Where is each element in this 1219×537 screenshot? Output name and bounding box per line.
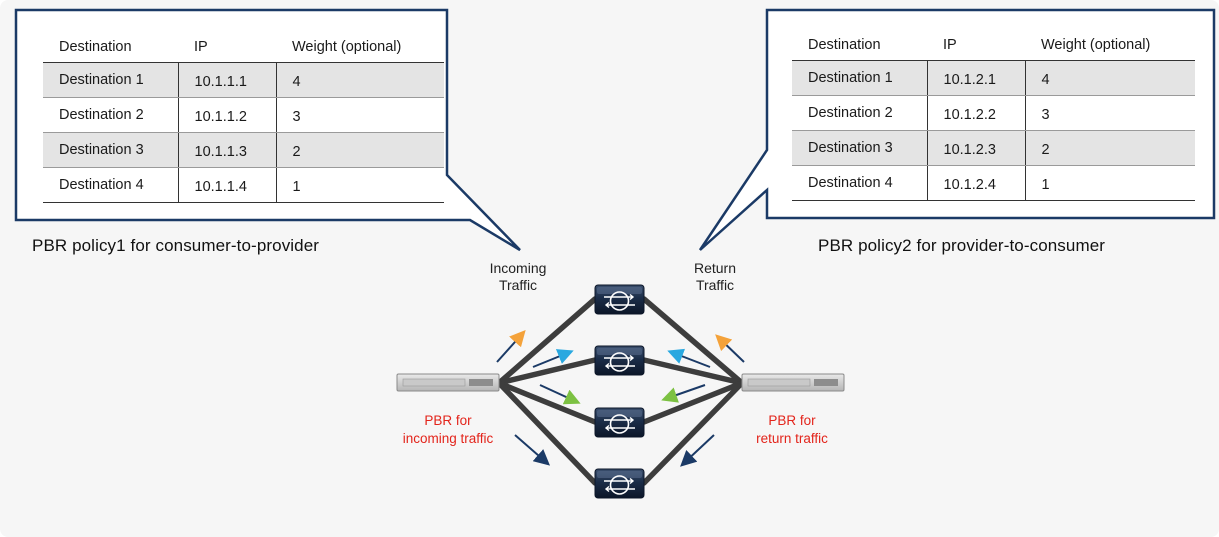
arrow-return-3	[661, 384, 706, 403]
destination-cell: Destination 3	[792, 130, 928, 166]
table-row: Destination 3 10.1.2.3 2	[792, 130, 1195, 166]
table-row: Destination 2 10.1.1.2 3	[43, 97, 444, 133]
weight-cell: 1	[276, 167, 444, 203]
pbr-incoming-label: PBR for incoming traffic	[383, 412, 513, 448]
leaf-switch-icon	[741, 373, 845, 392]
ip-cell: 10.1.1.3	[178, 132, 277, 168]
ip-cell: 10.1.2.1	[927, 60, 1026, 96]
table-row: Destination 4 10.1.2.4 1	[792, 165, 1195, 201]
pbr-incoming-line1: PBR for	[424, 413, 472, 428]
col-destination: Destination	[792, 30, 927, 61]
table-row: Destination 3 10.1.1.3 2	[43, 132, 444, 168]
col-ip: IP	[927, 30, 1025, 61]
weight-cell: 1	[1025, 165, 1195, 201]
leaf-switch-icon	[396, 373, 500, 392]
service-appliance-icon	[594, 407, 645, 438]
traffic-arrows	[496, 330, 745, 467]
weight-cell: 4	[276, 62, 444, 98]
col-destination: Destination	[43, 32, 178, 63]
ip-cell: 10.1.1.4	[178, 167, 277, 203]
weight-cell: 2	[276, 132, 444, 168]
table-row: Destination 2 10.1.2.2 3	[792, 95, 1195, 131]
weight-cell: 3	[1025, 95, 1195, 131]
col-weight: Weight (optional)	[276, 32, 444, 63]
destination-cell: Destination 4	[43, 167, 179, 203]
destination-cell: Destination 2	[43, 97, 179, 133]
ip-cell: 10.1.1.1	[178, 62, 277, 98]
table-row: Destination 1 10.1.1.1 4	[43, 62, 444, 98]
right-policy-table: Destination IP Weight (optional) Destina…	[792, 30, 1195, 201]
table-row: Destination 1 10.1.2.1 4	[792, 60, 1195, 96]
ip-cell: 10.1.2.2	[927, 95, 1026, 131]
service-appliance-icon	[594, 468, 645, 499]
weight-cell: 3	[276, 97, 444, 133]
incoming-traffic-line2: Traffic	[498, 277, 538, 293]
service-appliance-icon	[594, 284, 645, 315]
right-policy-title: PBR policy2 for provider-to-consumer	[818, 236, 1106, 255]
weight-cell: 4	[1025, 60, 1195, 96]
arrow-incoming-2	[532, 349, 574, 368]
return-traffic-line2: Traffic	[695, 277, 735, 293]
col-ip: IP	[178, 32, 276, 63]
ip-cell: 10.1.1.2	[178, 97, 277, 133]
return-links	[641, 296, 745, 486]
destination-cell: Destination 1	[792, 60, 928, 96]
destination-cell: Destination 1	[43, 62, 179, 98]
table-header-row: Destination IP Weight (optional)	[792, 30, 1195, 61]
destination-cell: Destination 4	[792, 165, 928, 201]
left-policy-title: PBR policy1 for consumer-to-provider	[32, 236, 320, 255]
destination-cell: Destination 3	[43, 132, 179, 168]
return-traffic-label: Return Traffic	[660, 260, 770, 294]
weight-cell: 2	[1025, 130, 1195, 166]
destination-cell: Destination 2	[792, 95, 928, 131]
arrow-return-1	[715, 334, 745, 363]
table-row: Destination 4 10.1.1.4 1	[43, 167, 444, 203]
col-weight: Weight (optional)	[1025, 30, 1195, 61]
incoming-traffic-line1: Incoming	[489, 260, 547, 276]
incoming-traffic-label: Incoming Traffic	[463, 260, 573, 294]
arrow-incoming-3	[539, 384, 581, 405]
arrow-incoming-4	[514, 434, 551, 466]
pbr-return-label: PBR for return traffic	[727, 412, 857, 448]
ip-cell: 10.1.2.4	[927, 165, 1026, 201]
service-appliance-icon	[594, 345, 645, 376]
pbr-return-line1: PBR for	[768, 413, 816, 428]
left-policy-table: Destination IP Weight (optional) Destina…	[43, 32, 444, 203]
table-header-row: Destination IP Weight (optional)	[43, 32, 444, 63]
ip-cell: 10.1.2.3	[927, 130, 1026, 166]
incoming-links	[496, 296, 598, 486]
pbr-incoming-line2: incoming traffic	[402, 431, 494, 446]
arrow-incoming-1	[496, 330, 526, 363]
return-traffic-line1: Return	[693, 260, 737, 276]
pbr-return-line2: return traffic	[756, 431, 828, 446]
arrow-return-2	[667, 348, 711, 368]
arrow-return-4	[680, 434, 715, 467]
